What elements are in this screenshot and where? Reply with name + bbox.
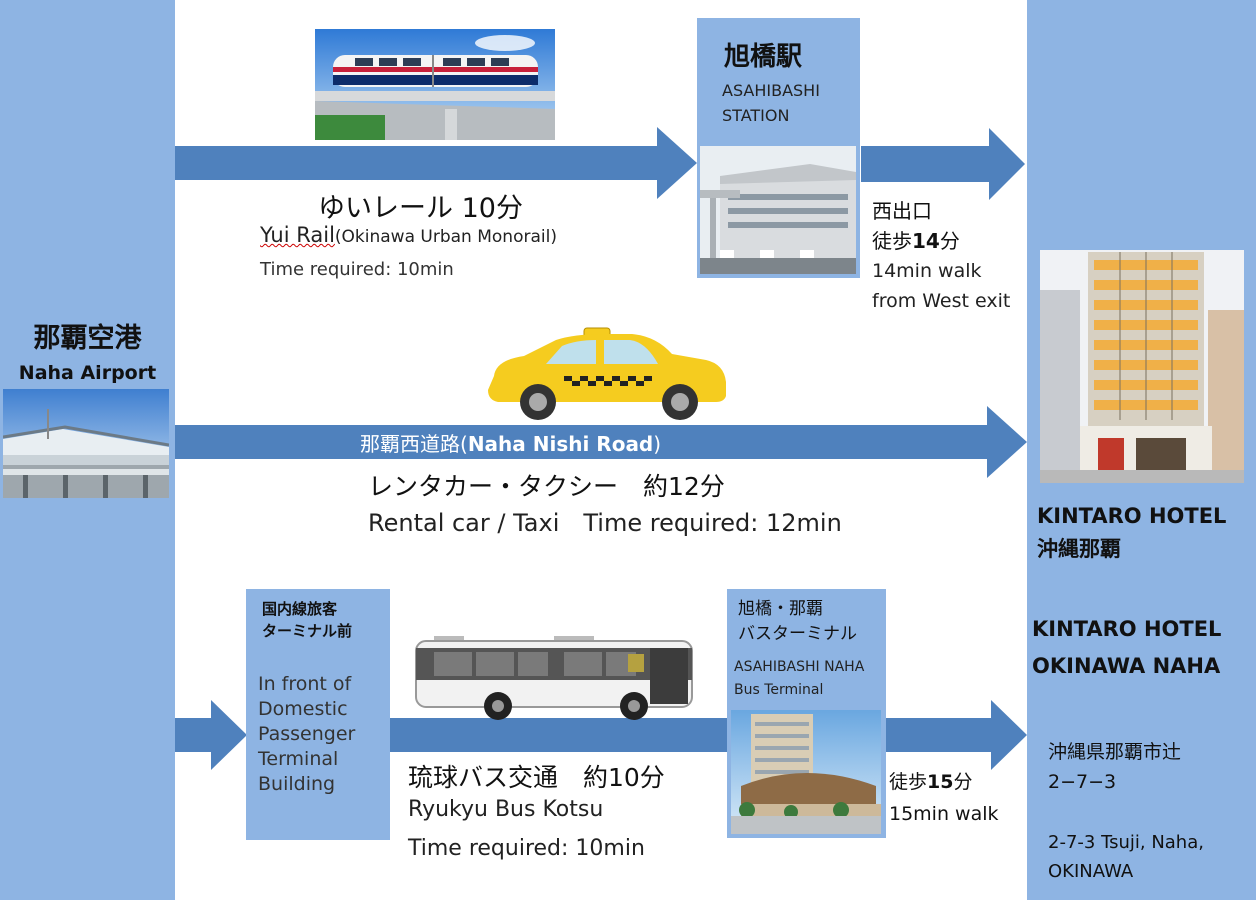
car-mode-en: Rental car / Taxi Time required: 12min xyxy=(368,509,842,537)
rail-arrow xyxy=(175,127,697,199)
rail-name-en-detail: (Okinawa Urban Monorail) xyxy=(334,227,557,247)
west-exit-jp: 西出口 xyxy=(872,199,932,223)
rail-time: Time required: 10min xyxy=(260,259,454,280)
domestic-terminal-en: In front of Domestic Passenger Terminal … xyxy=(258,673,356,795)
bus-icon xyxy=(415,636,693,720)
road-arrow xyxy=(175,406,1027,478)
bus-name-en: Ryukyu Bus Kotsu xyxy=(408,797,604,822)
west-exit-walk: 西出口 徒歩14分 14min walk from West exit xyxy=(872,196,1010,316)
rail-name-jp: ゆいレール 10分 xyxy=(318,193,523,224)
bus-name-jp: 琉球バス交通 約10分 xyxy=(408,763,665,792)
airport-name-jp: 那覇空港 xyxy=(33,323,142,354)
bus-walk: 徒歩15分 15min walk xyxy=(889,766,999,830)
airport-photo xyxy=(3,389,169,498)
bus-arrow xyxy=(390,718,727,752)
hotel-name-1: KINTARO HOTEL 沖縄那覇 xyxy=(1037,504,1227,561)
bus-walk-en: 15min walk xyxy=(889,803,999,825)
car-mode-jp: レンタカー・タクシー 約12分 xyxy=(368,472,725,501)
station-name-jp: 旭橋駅 xyxy=(724,42,803,72)
hotel-address-jp: 沖縄県那覇市辻 2−7−3 xyxy=(1048,741,1182,793)
station-name-en: ASAHIBASHI STATION xyxy=(722,81,820,125)
airport-name-en: Naha Airport xyxy=(18,362,157,384)
bus-time: Time required: 10min xyxy=(408,836,645,861)
rail-name-en-main: Yui Rail xyxy=(260,223,335,247)
bus-terminal-jp: 旭橋・那覇 バスターミナル xyxy=(738,599,857,644)
hotel-photo xyxy=(1040,250,1244,483)
west-walk-en-2: from West exit xyxy=(872,290,1011,312)
terminal-entry-arrow xyxy=(175,700,247,770)
domestic-terminal-panel xyxy=(246,589,390,840)
bus-terminal-en: ASAHIBASHI NAHA Bus Terminal xyxy=(734,659,865,698)
bus-walk-jp: 徒歩15分 xyxy=(889,771,973,793)
station-walk-arrow xyxy=(861,128,1025,200)
monorail-photo xyxy=(315,29,555,140)
bus-terminal-photo xyxy=(731,710,881,834)
domestic-terminal-jp: 国内線旅客 ターミナル前 xyxy=(262,600,353,640)
road-label: 那覇西道路(Naha Nishi Road) xyxy=(360,432,662,456)
hotel-name-2: KINTARO HOTEL OKINAWA NAHA xyxy=(1032,617,1222,678)
hotel-address-en: 2-7-3 Tsuji, Naha, OKINAWA xyxy=(1048,832,1204,882)
west-walk-jp: 徒歩14分 xyxy=(872,229,960,253)
station-photo xyxy=(700,146,856,274)
taxi-icon xyxy=(488,327,726,420)
west-walk-en: 14min walk xyxy=(872,260,982,282)
rail-name-en: Yui Rail(Okinawa Urban Monorail) xyxy=(260,223,557,247)
bus-walk-arrow xyxy=(886,700,1027,770)
